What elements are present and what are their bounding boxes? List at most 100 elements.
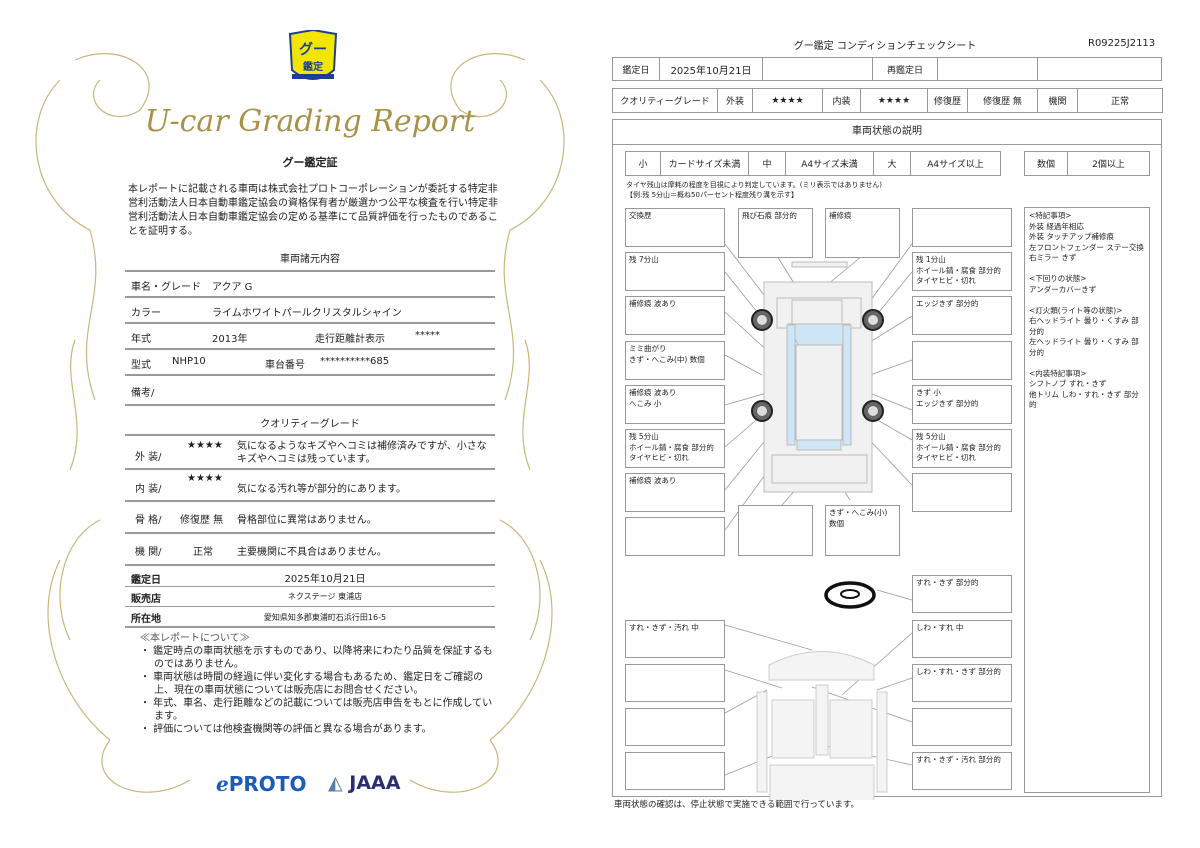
label: 外 装/ — [135, 452, 162, 463]
car-name: アクア G — [212, 282, 253, 293]
damage-box: 残 5分山 ホイール錆・腐食 部分的 タイヤヒビ・切れ — [912, 429, 1012, 468]
damage-box: しわ・すれ・きず 部分的 — [912, 664, 1012, 702]
grading-date: 2025年10月21日 — [659, 57, 763, 81]
grade-cell: クオリティーグレード — [612, 88, 718, 113]
svg-text:グー: グー — [299, 41, 327, 58]
shop-address: 愛知県知多郡東浦町石浜行田16-5 — [263, 613, 387, 622]
cert-title: グー鑑定証 — [282, 156, 338, 169]
damage-box: しわ・すれ 中 — [912, 620, 1012, 658]
damage-box — [912, 708, 1012, 746]
damage-box: すれ・きず・汚れ 中 — [625, 620, 725, 658]
size-legend-cell: 中 — [748, 151, 786, 176]
damage-box — [625, 752, 725, 790]
damage-box: ミミ曲がり きず・へこみ(中) 数個 — [625, 341, 725, 380]
label: 販売店 — [131, 594, 161, 605]
regrade-date-value — [937, 57, 1038, 81]
note-item: ・ 年式、車名、走行距離などの記載については販売店申告をもとに作成しています。 — [140, 698, 493, 722]
label: 型式 — [131, 360, 151, 371]
note-item: ・ 鑑定時点の車両状態を示すものであり、以降将来にわたり品質を保証するものではあ… — [140, 646, 493, 670]
blank-cell — [762, 57, 873, 81]
chassis-number: **********685 — [320, 356, 390, 367]
doc-id: R09225J2113 — [1088, 38, 1156, 49]
jaaa-mark-icon: ◭ — [328, 772, 343, 794]
label: 車名・グレード — [131, 282, 201, 293]
grading-date: 2025年10月21日 — [284, 574, 366, 585]
ornamental-frame — [35, 53, 565, 793]
jaaa-logo: ◭ JAAA — [328, 772, 400, 794]
notes-title: ≪本レポートについて≫ — [140, 633, 250, 644]
tire-note-line: タイヤ残山は摩耗の程度を目視により判定しています。(ミリ表示ではありません) — [626, 181, 882, 189]
condition-section — [612, 119, 1162, 797]
grade-value: 正常 — [193, 547, 213, 558]
grade-title-row: クオリティーグレード — [125, 404, 495, 436]
label: 備考/ — [131, 388, 155, 399]
footer-note: 車両状態の確認は、停止状態で実施できる範囲で行っています。 — [614, 800, 860, 810]
damage-box: 飛び石痕 部分的 — [738, 208, 813, 258]
proto-logo: ℯPROTO — [216, 772, 306, 796]
spec-title: 車両諸元内容 — [280, 254, 340, 265]
label: 車台番号 — [265, 360, 305, 371]
damage-box: 補修痕 — [825, 208, 900, 258]
grade-value: 修復歴 無 — [180, 515, 224, 526]
grade-desc: 主要機関に不具合はありません。 — [237, 547, 387, 558]
damage-box — [912, 473, 1012, 512]
damage-box — [625, 664, 725, 702]
spec-row-remarks: 備考/ — [125, 374, 495, 404]
sheet-title: グー鑑定 コンディションチェックシート — [793, 41, 977, 52]
script-title: U-car Grading Report — [144, 104, 476, 139]
odometer: ***** — [415, 330, 440, 341]
grade-row-exterior: 外 装/ ★★★★ 気になるようなキズやヘコミは補修済みですが、小さなキズやヘコ… — [125, 434, 495, 468]
note-item: ・ 車両状態は時間の経過に伴い変化する場合もあるため、鑑定日をご確認の上、現在の… — [140, 672, 484, 696]
remarks-box: <特記事項> 外装 経過年相応 外装 タッチアップ補修痕 左フロントフェンダー … — [1024, 207, 1150, 793]
proto-text: PROTO — [228, 772, 307, 796]
grade-desc: 気になるようなキズやヘコミは補修済みですが、小さなキズやヘコミは残っています。 — [237, 441, 487, 465]
grade-row-frame: 骨 格/ 修復歴 無 骨格部位に異常はありません。 — [125, 500, 495, 532]
model-code: NHP10 — [172, 356, 206, 367]
grade-value: ★★★★ — [187, 473, 223, 484]
damage-box: 交換歴 — [625, 208, 725, 247]
label: 鑑定日 — [131, 575, 161, 586]
damage-box: 補修痕 波あり — [625, 296, 725, 335]
grade-cell: 機関 — [1037, 88, 1078, 113]
grade-value: ★★★★ — [187, 440, 223, 451]
grade-desc: 骨格部位に異常はありません。 — [237, 515, 377, 526]
vehicle-diagram — [724, 243, 913, 800]
label: 所在地 — [131, 614, 161, 625]
damage-box: すれ・きず・汚れ 部分的 — [912, 752, 1012, 790]
count-label: 数個 — [1024, 151, 1068, 176]
label: 骨 格/ — [135, 515, 162, 526]
damage-box: 補修痕 波あり — [625, 473, 725, 512]
date-label: 鑑定日 — [612, 57, 660, 81]
grade-cell: ★★★★ — [860, 88, 928, 113]
grading-certificate: グー 鑑定 U-car Grading Report グー鑑定証 本レポートに記… — [35, 30, 565, 796]
label: 年式 — [131, 334, 151, 345]
svg-text:鑑定: 鑑定 — [303, 60, 323, 73]
spec-row-year: 年式 2013年 走行距離計表示 ***** — [125, 322, 495, 348]
blank-cell — [1037, 57, 1162, 81]
car-color: ライムホワイトパールクリスタルシャイン — [212, 308, 402, 319]
damage-box — [738, 505, 813, 556]
damage-box — [912, 341, 1012, 380]
damage-box: すれ・きず 部分的 — [912, 575, 1012, 613]
jaaa-text: JAAA — [349, 772, 401, 794]
note-item: ・ 評価については他検査機関等の評価と異なる場合があります。 — [140, 724, 432, 735]
grade-cell: 修復歴 — [927, 88, 968, 113]
grade-cell: 内装 — [822, 88, 861, 113]
spec-row-name: 車名・グレード アクア G — [125, 270, 495, 296]
damage-box: エッジきず 部分的 — [912, 296, 1012, 335]
grade-cell: ★★★★ — [752, 88, 823, 113]
damage-box: きず・へこみ(小) 数個 — [825, 505, 900, 556]
grade-title: クオリティーグレード — [260, 419, 360, 430]
spec-row-color: カラー ライムホワイトパールクリスタルシャイン — [125, 296, 495, 322]
remarks-text: <特記事項> 外装 経過年相応 外装 タッチアップ補修痕 左フロントフェンダー … — [1029, 211, 1144, 409]
shop-row: 販売店 ネクステージ 東浦店 — [125, 586, 495, 606]
section-title: 車両状態の説明 — [612, 119, 1162, 145]
grade-cell: 正常 — [1077, 88, 1163, 113]
damage-box: 残 5分山 ホイール錆・腐食 部分的 タイヤヒビ・切れ — [625, 429, 725, 468]
proto-mark-icon: ℯ — [216, 772, 229, 796]
tire-note-line: 【例:残 5分山＝概ね50パーセント程度残り溝を示す】 — [626, 191, 798, 199]
address-row: 所在地 愛知県知多郡東浦町石浜行田16-5 — [125, 606, 495, 628]
size-legend-cell: 大 — [873, 151, 911, 176]
goo-kantei-logo: グー 鑑定 — [288, 30, 338, 80]
size-legend-cell: 小 — [625, 151, 661, 176]
